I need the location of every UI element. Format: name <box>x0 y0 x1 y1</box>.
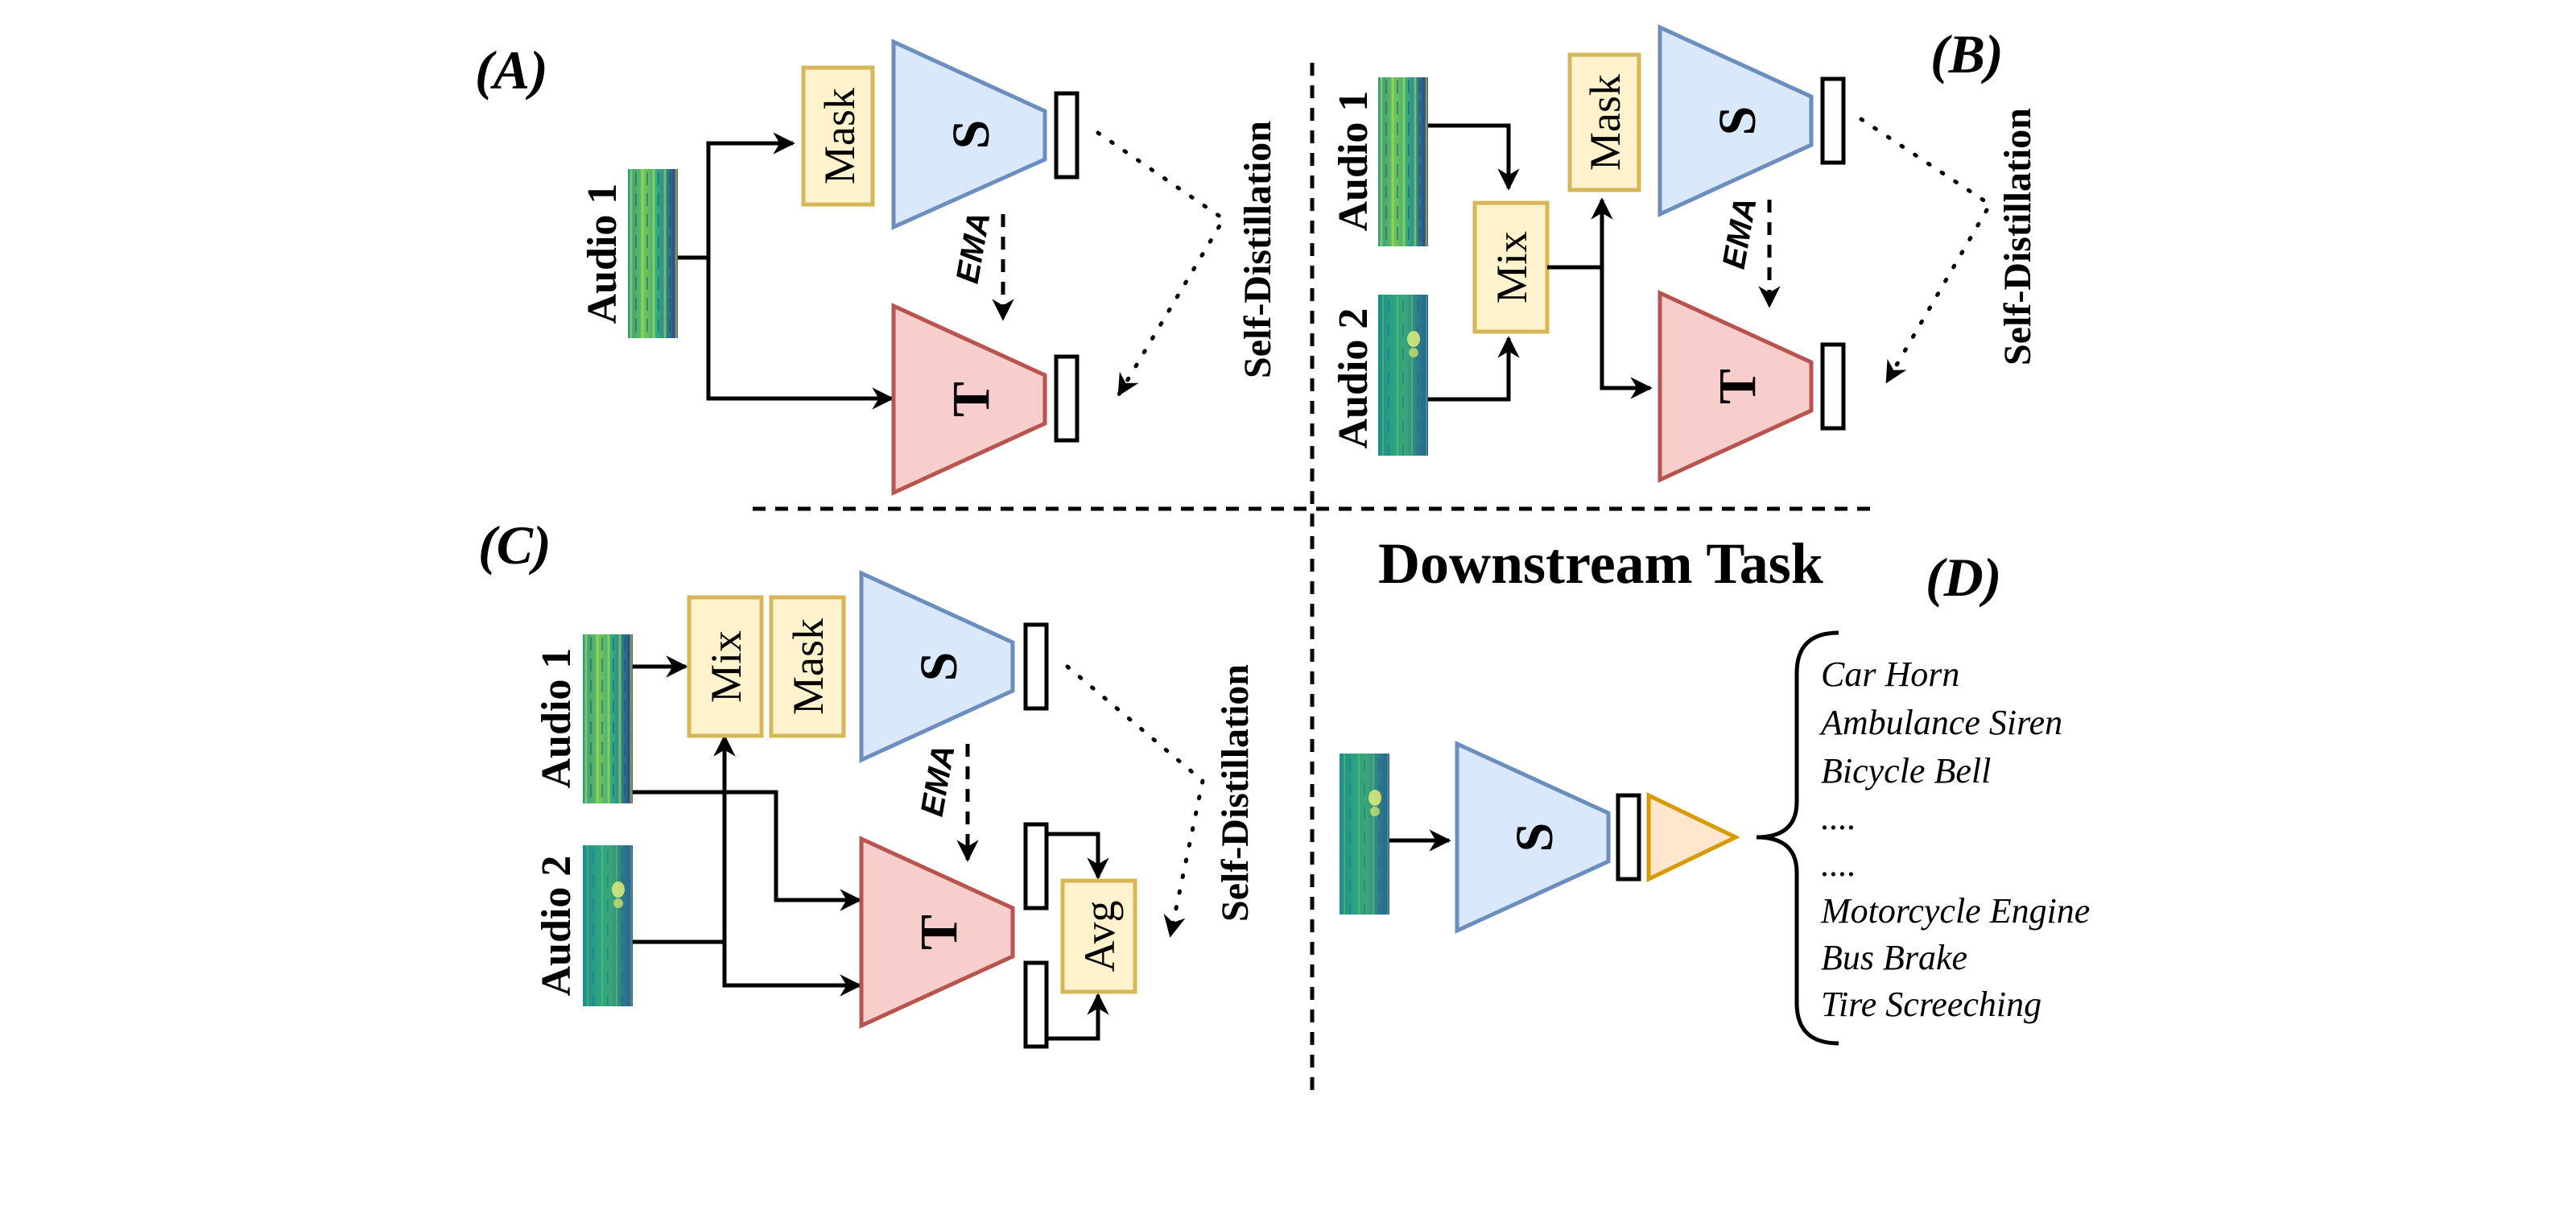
spectrogram-icon <box>1340 754 1389 915</box>
ema-label: EMA <box>1716 195 1764 271</box>
teacher-embedding-2 <box>1023 960 1049 1049</box>
panel-d: Downstream Task (D) S Car Horn Ambulance… <box>1340 531 2090 1046</box>
self-distillation-arrow <box>1096 130 1227 397</box>
mix-box <box>1472 200 1550 334</box>
arrow-audio1-to-mix <box>1428 123 1520 191</box>
panel-a-audio1-label: Audio 1 <box>580 184 625 324</box>
mix-box <box>687 595 764 738</box>
panel-c-audio1-label: Audio 1 <box>534 648 580 789</box>
arrow-mix-to-teacher <box>1600 267 1653 399</box>
panel-c-audio2-label: Audio 2 <box>534 856 580 997</box>
student-embedding <box>1054 91 1080 180</box>
teacher-network <box>859 836 1015 1029</box>
class-label: Motorcycle Engine <box>1820 891 2090 931</box>
panel-d-label: (D) <box>1926 547 2001 608</box>
teacher-label: T <box>1708 369 1767 404</box>
arrow-audio2-to-mix <box>1428 336 1520 402</box>
panel-b-audio1-label: Audio 1 <box>1331 91 1377 232</box>
teacher-embedding-1 <box>1023 822 1049 910</box>
teacher-network <box>891 303 1047 496</box>
student-label: S <box>1708 106 1767 136</box>
class-label: .... <box>1821 798 1856 837</box>
arrow-audio2-to-teacher <box>722 942 862 997</box>
spectrogram-icon <box>583 845 633 1006</box>
panel-c-label: (C) <box>478 514 551 576</box>
class-brace <box>1756 630 1839 1046</box>
spectrogram-icon <box>628 169 678 338</box>
arrow-audio-to-teacher <box>706 258 894 410</box>
arrow-embedding1-to-avg <box>1046 832 1109 880</box>
arrow-audio2-to-mix <box>633 734 736 944</box>
avg-box <box>1060 878 1137 994</box>
mask-label: Mask <box>1581 74 1629 171</box>
teacher-embedding <box>1054 354 1080 443</box>
class-label: .... <box>1821 844 1856 884</box>
ema-label: EMA <box>914 742 962 819</box>
downstream-title: Downstream Task <box>1378 531 1823 596</box>
spectrogram-icon <box>583 634 633 803</box>
classifier-head <box>1646 792 1740 882</box>
avg-label: Avg <box>1075 901 1124 972</box>
mask-box <box>1567 52 1641 192</box>
class-list: Car Horn Ambulance Siren Bicycle Bell ..… <box>1818 654 2090 1024</box>
self-distillation-arrow <box>1859 117 1993 384</box>
panel-c: (C) Audio 1 Audio 2 Mix Mask S T EMA Avg… <box>478 514 1257 1049</box>
student-network <box>891 39 1047 230</box>
student-network <box>1455 741 1611 934</box>
panel-b-label: (B) <box>1930 23 2004 85</box>
panel-b-audio2-label: Audio 2 <box>1331 308 1377 449</box>
arrow-audio1-to-teacher <box>633 790 862 911</box>
spectrogram-icon <box>1378 77 1428 246</box>
ema-label: EMA <box>950 209 997 286</box>
student-label: S <box>942 120 1001 150</box>
class-label: Tire Screeching <box>1821 985 2041 1024</box>
mix-label: Mix <box>702 630 750 703</box>
student-label: S <box>910 652 968 682</box>
panel-a: (A) Audio 1 Mask S T EMA Self-Distillati… <box>475 39 1279 496</box>
arrow-mix-to-mask <box>1547 197 1613 270</box>
class-label: Ambulance Siren <box>1818 703 2062 742</box>
student-embedding <box>1616 793 1641 882</box>
teacher-network <box>1657 290 1814 483</box>
teacher-embedding <box>1820 342 1846 431</box>
self-distillation-label: Self-Distillation <box>1996 108 2039 365</box>
class-label: Car Horn <box>1821 654 1959 694</box>
student-network <box>859 570 1015 763</box>
class-label: Bicycle Bell <box>1821 751 1991 791</box>
student-embedding <box>1023 622 1049 711</box>
student-embedding <box>1820 76 1846 165</box>
mask-label: Mask <box>784 618 832 715</box>
teacher-label: T <box>910 915 968 950</box>
self-distillation-label: Self-Distillation <box>1214 664 1257 922</box>
panel-a-label: (A) <box>475 39 548 101</box>
student-label: S <box>1505 823 1564 853</box>
mask-box <box>801 65 875 207</box>
mask-box <box>769 595 846 738</box>
spectrogram-icon <box>1378 295 1428 456</box>
mix-label: Mix <box>1488 231 1536 304</box>
arrow-embedding2-to-avg <box>1046 993 1109 1041</box>
mask-label: Mask <box>815 88 864 184</box>
self-distillation-label: Self-Distillation <box>1236 121 1279 378</box>
panel-b: (B) Audio 1 Audio 2 Mix Mask S T EMA Sel… <box>1331 23 2039 483</box>
teacher-label: T <box>942 382 1001 417</box>
self-distillation-arrow <box>1065 664 1205 938</box>
arrow-audio-to-mask <box>678 132 795 260</box>
class-label: Bus Brake <box>1821 938 1967 977</box>
student-network <box>1657 24 1814 217</box>
